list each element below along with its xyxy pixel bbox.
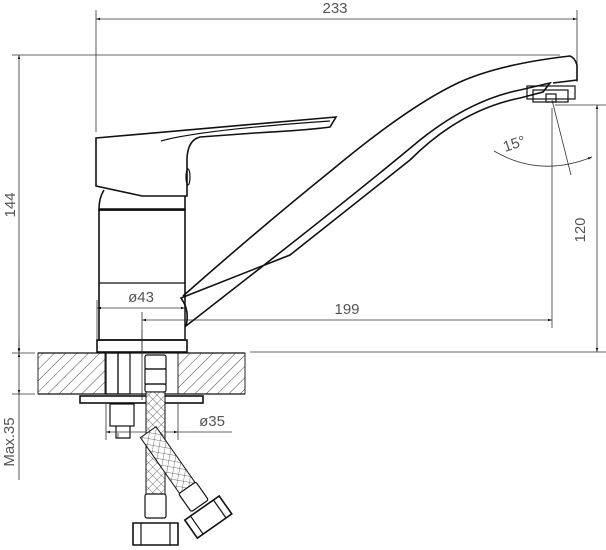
dim-label-43: ø43 bbox=[128, 289, 154, 306]
dimension-15deg: 15° bbox=[493, 99, 593, 176]
dim-label-120: 120 bbox=[572, 217, 589, 242]
faucet-spout bbox=[179, 55, 578, 329]
dim-label-199: 199 bbox=[334, 301, 359, 318]
dim-label-max35: Max.35 bbox=[1, 417, 18, 466]
countertop-section bbox=[37, 352, 246, 395]
dimension-35: ø35 bbox=[105, 404, 232, 440]
dimension-199: 199 bbox=[141, 301, 552, 400]
dim-label-144: 144 bbox=[2, 192, 19, 217]
dimension-120: 120 bbox=[250, 104, 606, 353]
dimension-43: ø43 bbox=[96, 289, 186, 340]
dimension-max35: Max.35 bbox=[1, 340, 35, 480]
dimension-144: 144 bbox=[2, 54, 560, 352]
dim-label-233: 233 bbox=[322, 0, 347, 17]
dim-label-15deg: 15° bbox=[501, 133, 528, 156]
dimension-233: 233 bbox=[95, 0, 578, 132]
dim-label-35: ø35 bbox=[199, 413, 225, 430]
faucet-lever bbox=[95, 116, 338, 197]
supply-hose-angled bbox=[139, 425, 233, 540]
